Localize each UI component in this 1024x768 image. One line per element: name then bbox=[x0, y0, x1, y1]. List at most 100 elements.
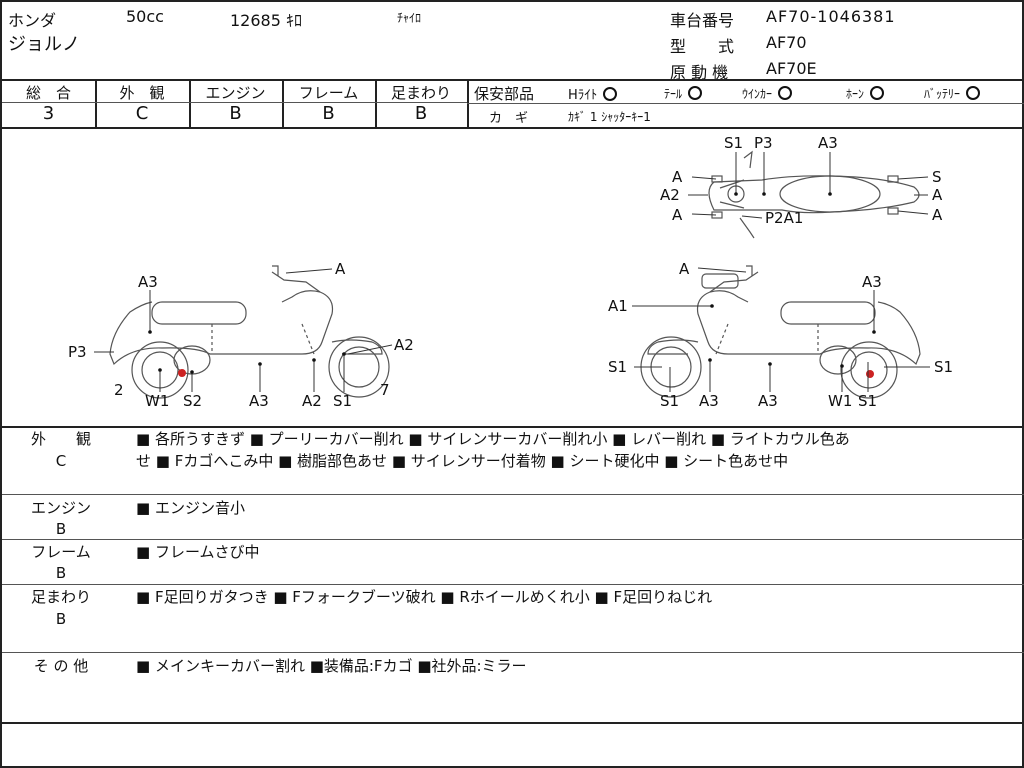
divider bbox=[2, 539, 1024, 540]
frame-no: AF70-1046381 bbox=[766, 7, 896, 26]
section-exterior-grade: C bbox=[55, 452, 67, 470]
diagram-label: A bbox=[672, 206, 683, 224]
diagram-label: A3 bbox=[818, 134, 838, 152]
diagram-label: A bbox=[679, 260, 690, 278]
exterior-grade: C bbox=[135, 103, 149, 124]
section-engine-line-1: ■ エンジン音小 bbox=[136, 499, 245, 517]
diagram-label: W1 bbox=[828, 392, 852, 410]
diagram-label: A2 bbox=[302, 392, 322, 410]
engine-grade-label: エンジン bbox=[205, 84, 266, 102]
safety-battery: ﾊﾞｯﾃﾘｰ bbox=[924, 85, 981, 102]
diagram-label: S1 bbox=[608, 358, 627, 376]
diagram-label: S1 bbox=[660, 392, 679, 410]
ok-circle-icon bbox=[966, 86, 981, 100]
overall-grade: 3 bbox=[42, 103, 55, 124]
diagram-label: A bbox=[335, 260, 346, 278]
model-name: ジョルノ bbox=[8, 34, 80, 55]
diagram-label: A3 bbox=[249, 392, 269, 410]
divider bbox=[2, 102, 467, 103]
key-label: カ ギ bbox=[489, 111, 529, 126]
exterior-label: 外 観 bbox=[119, 84, 165, 102]
diagram-label: A3 bbox=[138, 273, 158, 291]
overall-label: 総 合 bbox=[25, 84, 71, 102]
diagram-label: P2A1 bbox=[765, 209, 803, 227]
section-suspension-grade: B bbox=[55, 610, 67, 628]
engine-label: 原 動 機 bbox=[670, 63, 729, 82]
section-engine-grade: B bbox=[55, 520, 67, 538]
ok-circle-icon bbox=[778, 86, 793, 100]
divider bbox=[467, 103, 1024, 104]
section-other-title: そ の 他 bbox=[33, 657, 89, 675]
suspension-grade: B bbox=[414, 103, 428, 124]
divider bbox=[2, 652, 1024, 653]
diagram-label: S1 bbox=[934, 358, 953, 376]
section-engine-title: エンジン bbox=[30, 499, 91, 517]
left-side-view bbox=[109, 265, 390, 399]
divider bbox=[2, 722, 1024, 724]
divider bbox=[95, 79, 97, 127]
diagram-label: P3 bbox=[68, 343, 87, 361]
section-frame-grade: B bbox=[55, 564, 67, 582]
diagram-label: S1 bbox=[858, 392, 877, 410]
ok-circle-icon bbox=[870, 86, 885, 100]
divider bbox=[189, 79, 191, 127]
divider bbox=[2, 79, 1024, 81]
diagram-label: P3 bbox=[754, 134, 773, 152]
scooter-diagram: S1 P3 A3 A A2 A S A A P2A1 A A3 P3 A2 2 … bbox=[68, 134, 953, 410]
divider bbox=[2, 127, 1024, 129]
diagram-label: 2 bbox=[114, 381, 124, 399]
safety-horn: ﾎｰﾝ bbox=[846, 85, 885, 102]
diagram-label: S1 bbox=[724, 134, 743, 152]
diagram-label: A bbox=[932, 206, 943, 224]
diagram-label: A bbox=[672, 168, 683, 186]
type-label: 型 式 bbox=[670, 37, 735, 56]
section-frame-title: フレーム bbox=[31, 543, 91, 561]
safety-headlight: Hﾗｲﾄ bbox=[568, 84, 618, 103]
diagram-label: A2 bbox=[660, 186, 680, 204]
divider bbox=[2, 426, 1024, 428]
frame-no-label: 車台番号 bbox=[670, 11, 735, 30]
frame-grade-label: フレーム bbox=[298, 84, 359, 102]
diagram-label: 7 bbox=[380, 381, 390, 399]
divider bbox=[2, 584, 1024, 585]
diagram-label: A3 bbox=[862, 273, 882, 291]
diagram-label: S2 bbox=[183, 392, 202, 410]
frame-grade: B bbox=[322, 103, 335, 124]
section-suspension-line-1: ■ F足回りガタつき ■ Fフォークブーツ破れ ■ Rホイールめくれ小 ■ F足… bbox=[136, 588, 713, 606]
displacement: 50cc bbox=[126, 7, 164, 26]
ok-circle-icon bbox=[688, 86, 703, 100]
damage-mark-icon bbox=[866, 370, 874, 378]
diagram-label: S1 bbox=[333, 392, 352, 410]
diagram-label: A2 bbox=[394, 336, 414, 354]
safety-winker: ｳｲﾝｶｰ bbox=[742, 85, 793, 102]
safety-tail: ﾃｰﾙ bbox=[664, 85, 703, 102]
section-exterior-line-2: せ ■ Fカゴへこみ中 ■ 樹脂部色あせ ■ サイレンサー付着物 ■ シート硬化… bbox=[136, 452, 789, 470]
key-value: ｶｷﾞ 1 ｼｬｯﾀｰｷｰ1 bbox=[568, 110, 651, 124]
divider bbox=[375, 79, 377, 127]
diagram-label: W1 bbox=[145, 392, 169, 410]
divider bbox=[282, 79, 284, 127]
maker: ホンダ bbox=[8, 11, 57, 30]
suspension-grade-label: 足まわり bbox=[390, 84, 451, 102]
engine-value: AF70E bbox=[766, 59, 817, 78]
type-value: AF70 bbox=[766, 33, 807, 52]
diagram-label: A1 bbox=[608, 297, 628, 315]
section-frame-line-1: ■ フレームさび中 bbox=[136, 543, 260, 561]
diagram-label: A bbox=[932, 186, 943, 204]
divider bbox=[2, 494, 1024, 495]
ok-circle-icon bbox=[603, 87, 618, 101]
damage-mark-icon bbox=[178, 369, 186, 377]
diagram-label: A3 bbox=[758, 392, 778, 410]
engine-grade: B bbox=[229, 103, 242, 124]
color: ﾁｬｲﾛ bbox=[397, 11, 422, 25]
section-suspension-title: 足まわり bbox=[30, 588, 91, 606]
top-view bbox=[708, 150, 920, 239]
section-exterior-title: 外 観 bbox=[30, 430, 91, 448]
diagram-label: S bbox=[932, 168, 942, 186]
section-other-line-1: ■ メインキーカバー割れ ■装備品:Fカゴ ■社外品:ミラー bbox=[136, 657, 527, 675]
diagram-label: A3 bbox=[699, 392, 719, 410]
section-exterior-line-1: ■ 各所うすきず ■ プーリーカバー削れ ■ サイレンサーカバー削れ小 ■ レバ… bbox=[136, 430, 850, 448]
mileage: 12685 ｷﾛ bbox=[230, 11, 302, 30]
safety-label: 保安部品 bbox=[474, 85, 535, 103]
